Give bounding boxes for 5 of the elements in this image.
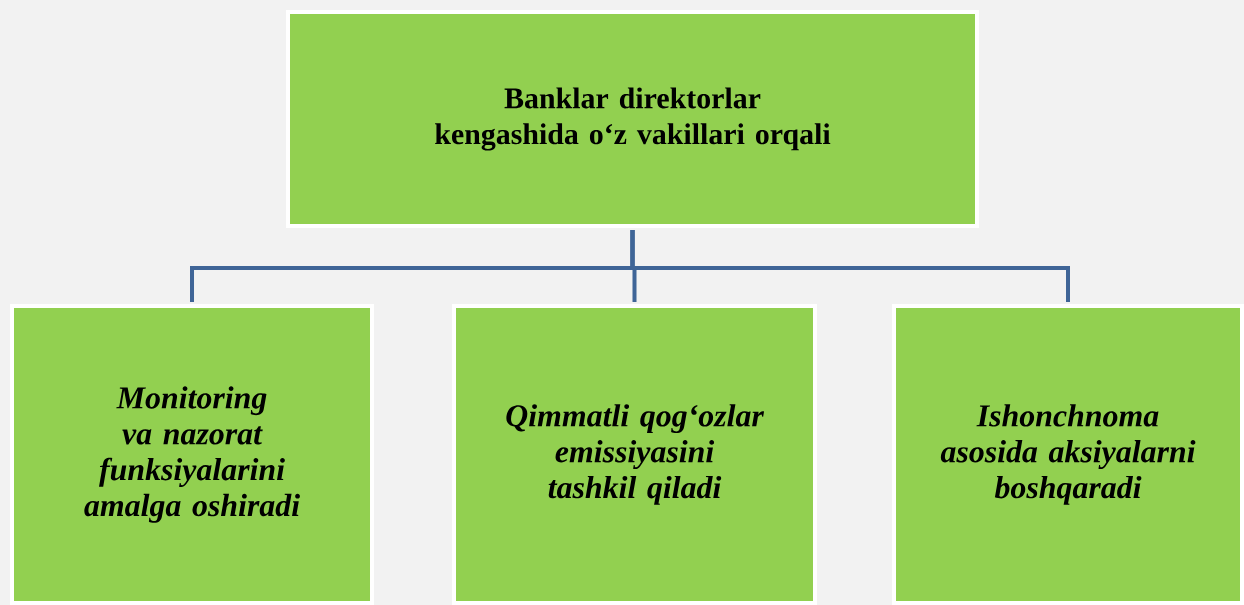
process-box: Monitoring va nazorat funksiyalarini amalga oshiradi <box>10 304 374 605</box>
process-box: Banklar direktorlar kengashida o‘z vakillari orqali <box>286 10 979 228</box>
connector-line <box>630 230 1070 302</box>
process-box: Ishonchnoma asosida aksiyalarni boshqaradi <box>892 304 1244 605</box>
process-box: Qimmatli qog‘ozlar emissiyasini tashkil qiladi <box>452 304 817 605</box>
